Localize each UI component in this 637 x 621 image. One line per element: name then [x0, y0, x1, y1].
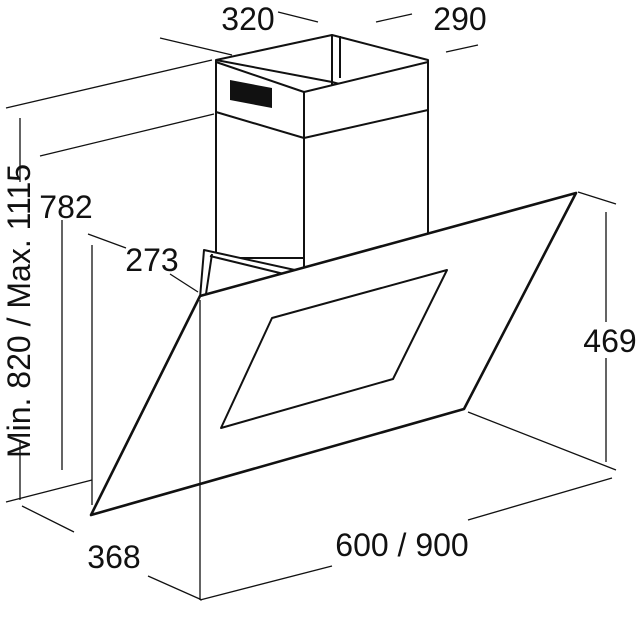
- top-width-label: 320: [221, 1, 274, 37]
- chimney-height-label: 782: [39, 189, 92, 225]
- width-options-label: 600 / 900: [335, 527, 468, 563]
- base-depth-label: 368: [87, 539, 140, 575]
- top-depth-label: 290: [433, 1, 486, 37]
- vent-grille-icon: [230, 80, 272, 108]
- chimney-joint-right: [303, 109, 429, 139]
- glass-panel: [89, 191, 578, 517]
- canopy-offset-label: 273: [125, 242, 178, 278]
- panel-height-label: 469: [583, 323, 636, 359]
- canopy-side-fold: [209, 255, 285, 275]
- chimney-joint-left: [215, 111, 305, 139]
- chimney: [215, 34, 429, 273]
- chimney-upper-top-edge: [215, 34, 333, 61]
- dimension-lines: [5, 11, 617, 601]
- canopy-side-edge: [205, 253, 213, 295]
- height-range-label: Min. 820 / Max. 1115: [1, 164, 37, 458]
- panel-inner-frame: [220, 269, 448, 429]
